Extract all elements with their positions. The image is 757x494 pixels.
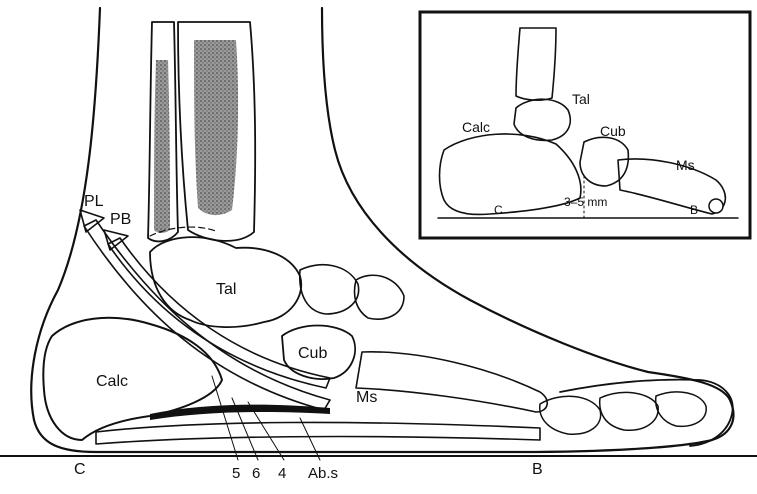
plantar-fascia bbox=[96, 422, 540, 444]
pl-arrowhead bbox=[80, 210, 104, 232]
phalanx-bone-2 bbox=[600, 392, 658, 430]
fibula-dense-area bbox=[154, 60, 170, 233]
metatarsal-bone bbox=[356, 352, 547, 412]
label-4: 4 bbox=[278, 465, 286, 482]
label-c: C bbox=[74, 461, 86, 478]
label-abs: Ab.s bbox=[308, 465, 338, 482]
navicular-bone bbox=[300, 265, 359, 314]
phalanx-bone-1 bbox=[540, 396, 601, 434]
label-ms: Ms bbox=[356, 389, 377, 406]
inset-label-calc: Calc bbox=[462, 119, 490, 135]
leader-line-abs bbox=[300, 418, 320, 460]
phalanx-bone-3 bbox=[656, 392, 706, 426]
calcaneus-bone bbox=[43, 318, 222, 440]
inset-sesamoid bbox=[709, 199, 723, 213]
inset-label-cub: Cub bbox=[600, 123, 626, 139]
label-tal: Tal bbox=[216, 281, 236, 298]
inset-label-ms: Ms bbox=[676, 157, 695, 173]
label-pb: PB bbox=[110, 211, 131, 228]
leader-line-5 bbox=[212, 376, 238, 460]
tibia-dense-area bbox=[194, 40, 238, 215]
cuneiform-bone bbox=[355, 275, 405, 319]
inset-label-measure: 3–5 mm bbox=[564, 195, 607, 209]
inset-label-b: B bbox=[690, 203, 698, 217]
label-6: 6 bbox=[252, 465, 260, 482]
label-cub: Cub bbox=[298, 345, 327, 362]
label-5: 5 bbox=[232, 465, 240, 482]
inset-panel: Tal Calc Cub Ms C B 3–5 mm bbox=[420, 12, 750, 238]
label-b: B bbox=[532, 461, 543, 478]
label-pl: PL bbox=[84, 193, 104, 210]
inset-label-c: C bbox=[494, 203, 503, 217]
label-calc: Calc bbox=[96, 373, 128, 390]
inset-label-tal: Tal bbox=[572, 91, 590, 107]
toes-outline bbox=[560, 380, 733, 446]
